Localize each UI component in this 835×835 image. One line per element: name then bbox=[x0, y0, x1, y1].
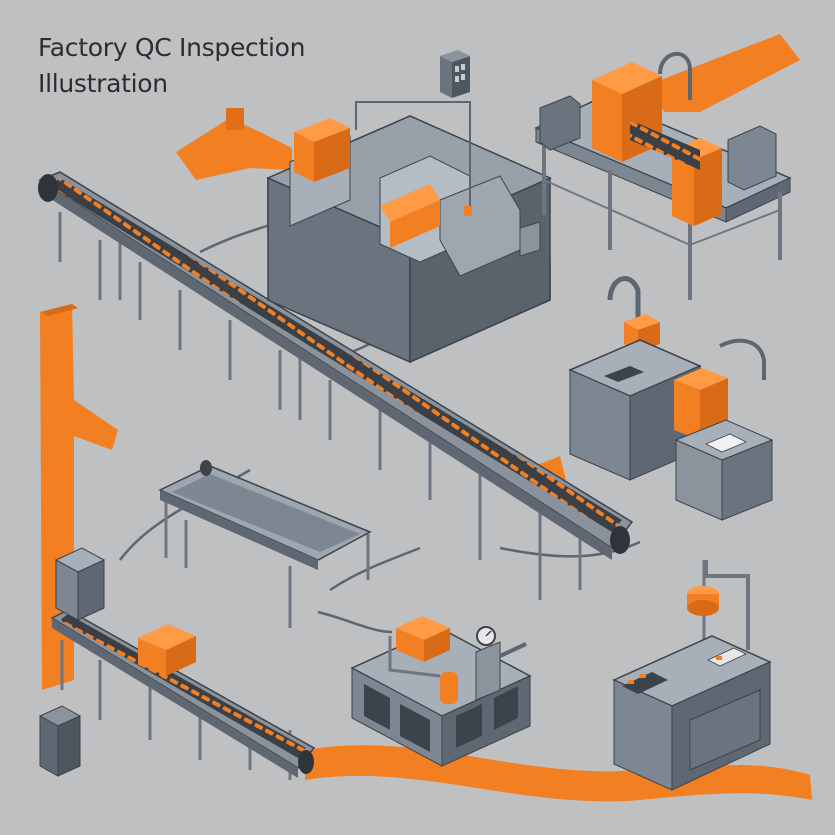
test-bench-center bbox=[350, 616, 532, 767]
hopper bbox=[54, 547, 106, 621]
lower-conveyor-belt bbox=[50, 547, 316, 780]
orange-probe bbox=[687, 586, 719, 616]
orange-ribbon-top-right bbox=[640, 34, 800, 112]
qc-cabinet-bottom-right bbox=[612, 560, 772, 791]
title-line-2: Illustration bbox=[38, 69, 168, 98]
orange-enclosure bbox=[294, 118, 350, 182]
control-cabinet-icon bbox=[440, 50, 470, 98]
gauge-icon bbox=[476, 626, 496, 646]
robotic-workstation-top-right bbox=[534, 51, 792, 300]
orange-roller bbox=[380, 184, 440, 248]
orange-ribbon-top-left bbox=[176, 108, 292, 180]
main-conveyor-belt bbox=[38, 171, 634, 600]
sorting-table bbox=[158, 460, 372, 628]
illustration-title: Factory QC Inspection Illustration bbox=[38, 30, 305, 102]
inspection-machine-large bbox=[266, 101, 552, 364]
inspection-station-right-mid bbox=[568, 276, 774, 521]
orange-box-on-belt bbox=[138, 624, 196, 676]
orange-test-unit bbox=[396, 616, 450, 662]
title-line-1: Factory QC Inspection bbox=[38, 33, 306, 62]
waste-bin-icon bbox=[38, 705, 82, 777]
